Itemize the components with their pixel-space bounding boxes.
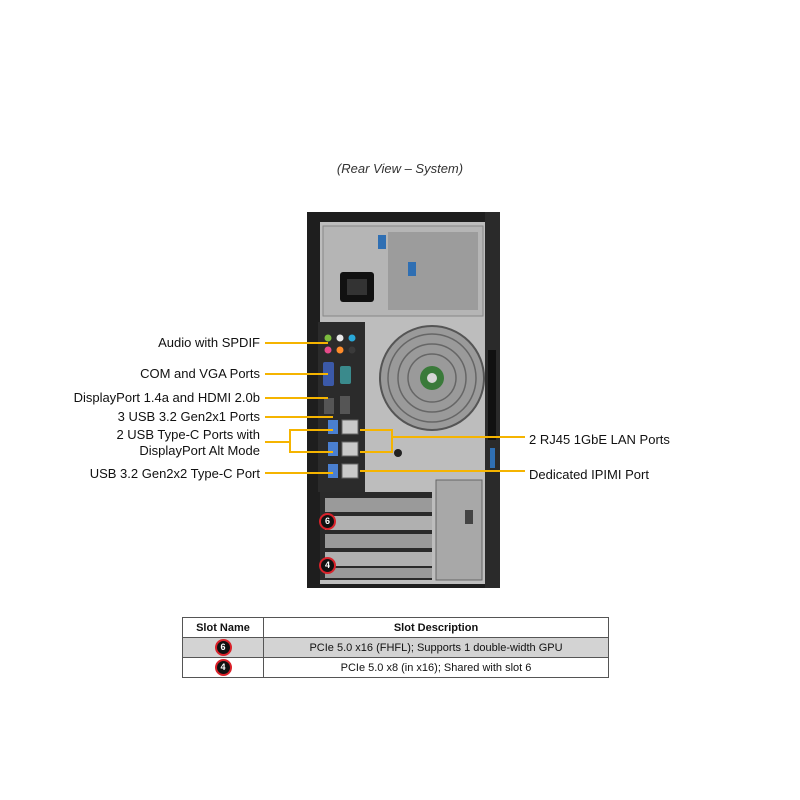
- table-cell-description: PCIe 5.0 x16 (FHFL); Supports 1 double-w…: [263, 637, 609, 658]
- usb-port: [328, 420, 338, 434]
- com-port: [340, 366, 351, 384]
- table-row: 6 PCIe 5.0 x16 (FHFL); Supports 1 double…: [182, 637, 609, 658]
- header-slot-name: Slot Name: [182, 617, 264, 638]
- callout-usbc-line2: DisplayPort Alt Mode: [139, 443, 260, 458]
- pcie-bracket: [435, 479, 483, 581]
- expansion-slot: [325, 498, 432, 512]
- figure-caption: (Rear View – System): [336, 161, 464, 176]
- callout-com-vga: COM and VGA Ports: [140, 366, 260, 381]
- rj45-port: [341, 419, 359, 435]
- expansion-slot: [325, 568, 432, 578]
- audio-jacks: [324, 334, 356, 354]
- displayport: [324, 398, 334, 414]
- psu-vent-grid: [388, 232, 478, 310]
- callout-audio: Audio with SPDIF: [158, 335, 260, 350]
- slot-table: Slot Name Slot Description 6 PCIe 5.0 x1…: [182, 617, 609, 678]
- slot-badge: 6: [214, 639, 232, 656]
- slot-badge: 4: [214, 659, 232, 676]
- callout-dp-hdmi: DisplayPort 1.4a and HDMI 2.0b: [73, 390, 260, 405]
- callout-ipmi: Dedicated IPIMI Port: [529, 467, 649, 482]
- callout-usb32: 3 USB 3.2 Gen2x1 Ports: [117, 409, 260, 424]
- expansion-slot: [325, 534, 432, 548]
- rj45-port: [341, 441, 359, 457]
- callout-usb-gen2x2: USB 3.2 Gen2x2 Type-C Port: [89, 466, 260, 481]
- expansion-slot: [325, 516, 432, 530]
- table-cell-slot: 6: [182, 637, 264, 658]
- header-slot-description: Slot Description: [263, 617, 609, 638]
- slot-badge-6: 6: [319, 513, 336, 530]
- table-row: 4 PCIe 5.0 x8 (in x16); Shared with slot…: [182, 657, 609, 678]
- vga-port: [323, 362, 334, 386]
- table-cell-slot: 4: [182, 657, 264, 678]
- side-handle: [488, 350, 496, 440]
- callout-usbc-line1: 2 USB Type-C Ports with: [116, 427, 260, 442]
- ipmi-port: [341, 463, 359, 479]
- usb-port: [328, 464, 338, 478]
- table-header-row: Slot Name Slot Description: [182, 617, 609, 638]
- usb-port: [328, 442, 338, 456]
- psu-blue-detail: [378, 235, 386, 249]
- hdmi-port: [340, 396, 350, 414]
- slot-badge-4: 4: [319, 557, 336, 574]
- expansion-slot: [325, 552, 432, 566]
- table-cell-description: PCIe 5.0 x8 (in x16); Shared with slot 6: [263, 657, 609, 678]
- callout-rj45: 2 RJ45 1GbE LAN Ports: [529, 432, 670, 447]
